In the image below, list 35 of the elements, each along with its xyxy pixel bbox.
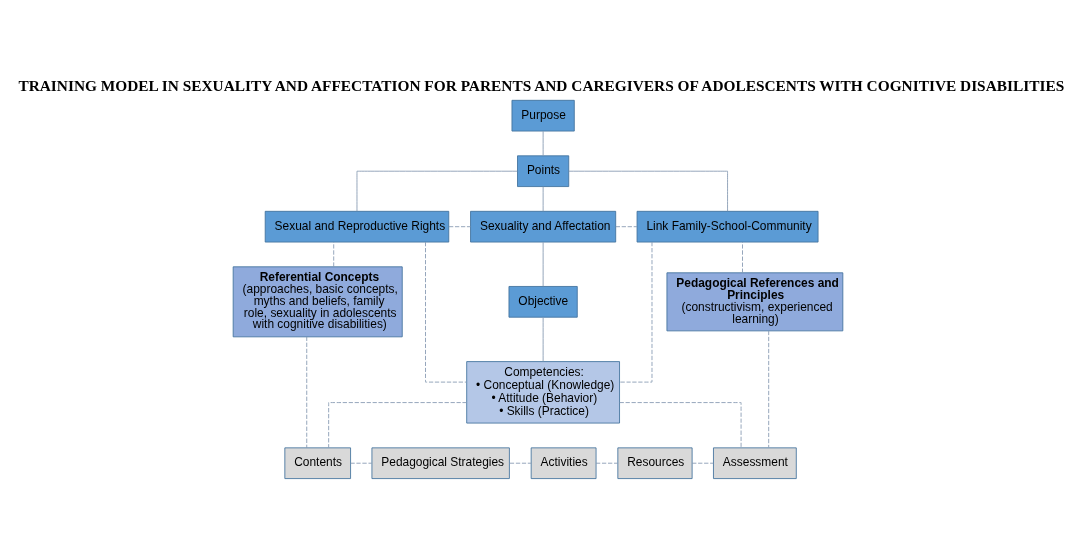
connector — [509, 462, 532, 464]
node-box: Pedagogical References and Principles (constructivism, experienced learning) — [666, 271, 844, 331]
node-box: Referential Concepts (approaches, basic concepts, myths and beliefs, family role, sexuality in adolescents with cognitive disabilities) — [232, 265, 403, 337]
node-box: Objective — [508, 285, 578, 318]
connector — [619, 401, 742, 448]
node-box: Resources — [617, 446, 693, 479]
diagram-title: TRAINING MODEL IN SEXUALITY AND AFFECTATION FOR PARENTS AND CAREGIVERS OF ADOLESCENTS WITH COGNITIVE DISABILITIES — [18, 76, 1065, 94]
connector — [333, 241, 335, 267]
connector — [425, 241, 468, 383]
connector — [595, 462, 619, 464]
node-box: Link Family-School-Community — [636, 210, 819, 242]
connector — [542, 241, 544, 287]
connector — [768, 330, 770, 448]
node-box: Sexual and Reproductive Rights — [264, 210, 450, 242]
connector — [306, 335, 308, 448]
connector — [542, 316, 544, 362]
connector — [448, 225, 471, 227]
node-box: Assessment — [713, 446, 797, 479]
node-box: Points — [517, 154, 570, 187]
connector — [542, 130, 544, 156]
connector — [328, 401, 468, 448]
node-box: Contents — [284, 446, 351, 479]
node-box: Activities — [530, 446, 597, 479]
connector — [615, 225, 638, 227]
connector — [619, 241, 653, 383]
connector — [356, 170, 518, 212]
node-box: Competencies: • Conceptual (Knowledge) • Attitude (Behavior) • Skills (Practice) — [466, 360, 620, 423]
connector — [742, 241, 743, 273]
node-box: Purpose — [511, 99, 575, 131]
node-box: Pedagogical Strategies — [371, 446, 510, 479]
connector — [691, 462, 714, 464]
connector — [350, 462, 373, 464]
node-box: Sexuality and Affectation — [470, 210, 617, 242]
connector — [568, 170, 728, 212]
connector — [542, 185, 544, 212]
